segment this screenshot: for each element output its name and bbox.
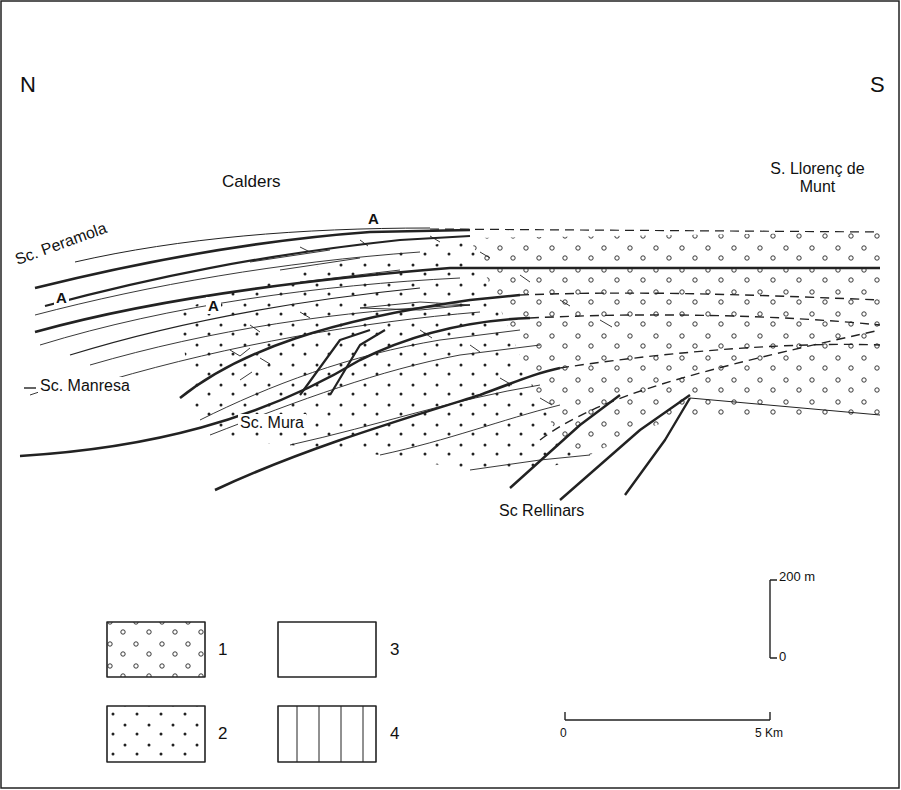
leader-line: [24, 387, 36, 388]
legend-swatch: [278, 622, 376, 677]
section-label: Sc. Mura: [238, 414, 306, 432]
legend-number: 4: [390, 724, 399, 744]
section-label: N: [20, 72, 36, 97]
section-label: 0: [779, 650, 786, 665]
legend-swatch: [278, 706, 376, 762]
section-label: S. Llorenç de Munt: [760, 160, 875, 197]
section-label: 200 m: [779, 570, 815, 585]
section-label: 0: [560, 727, 567, 741]
legend-number: 2: [218, 724, 227, 744]
section-label: A: [54, 289, 69, 306]
section-label: Sc. Peramola: [11, 218, 111, 269]
legend-swatch: [107, 622, 205, 677]
section-label: A: [206, 297, 221, 314]
legend-number: 3: [390, 640, 399, 660]
section-label: 5 Km: [755, 727, 783, 741]
section-label: S: [870, 72, 885, 97]
legend-swatch: [107, 706, 205, 762]
section-label: Calders: [222, 172, 281, 192]
legend-number: 1: [218, 640, 227, 660]
section-label: Sc Rellinars: [497, 502, 586, 520]
section-label: A: [366, 210, 381, 227]
section-label: Sc. Manresa: [38, 377, 132, 395]
